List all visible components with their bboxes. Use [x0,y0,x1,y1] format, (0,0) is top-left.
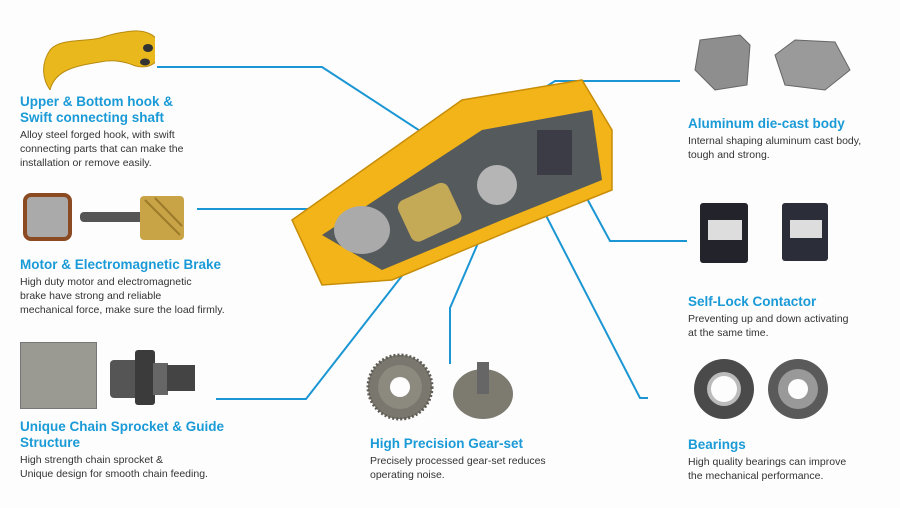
contactor-callout: Self-Lock Contactor Preventing up and do… [688,294,898,340]
contactor-title: Self-Lock Contactor [688,294,817,309]
aluminum-description: Internal shaping aluminum cast body,toug… [688,135,862,161]
sprocket-description: High strength chain sprocket &Unique des… [20,454,208,480]
aluminum-callout: Aluminum die-cast body Internal shaping … [688,116,898,162]
bearings-title: Bearings [688,437,746,452]
gear-callout: High Precision Gear-set Precisely proces… [370,436,610,482]
hook-title: Upper & Bottom hook &Swift connecting sh… [20,94,173,125]
contactor-image [700,203,828,263]
motor-callout: Motor & Electromagnetic Brake High duty … [20,257,280,317]
gear-set-image [366,353,513,421]
sprocket-guide-image [20,342,97,409]
aluminum-title: Aluminum die-cast body [688,116,845,131]
chain-sprocket-image [110,350,195,405]
gear-title: High Precision Gear-set [370,436,524,451]
aluminum-body-image [694,34,851,91]
motor-title: Motor & Electromagnetic Brake [20,257,222,272]
bearings-connector [519,164,648,399]
bearings-callout: Bearings High quality bearings can impro… [688,437,898,483]
hook-connector [157,66,435,141]
hoist-cutaway-image [291,79,613,286]
motor-parts-image [23,193,184,241]
bearings-image [694,359,828,419]
hook-callout: Upper & Bottom hook &Swift connecting sh… [20,94,260,170]
hook-image [43,30,155,90]
